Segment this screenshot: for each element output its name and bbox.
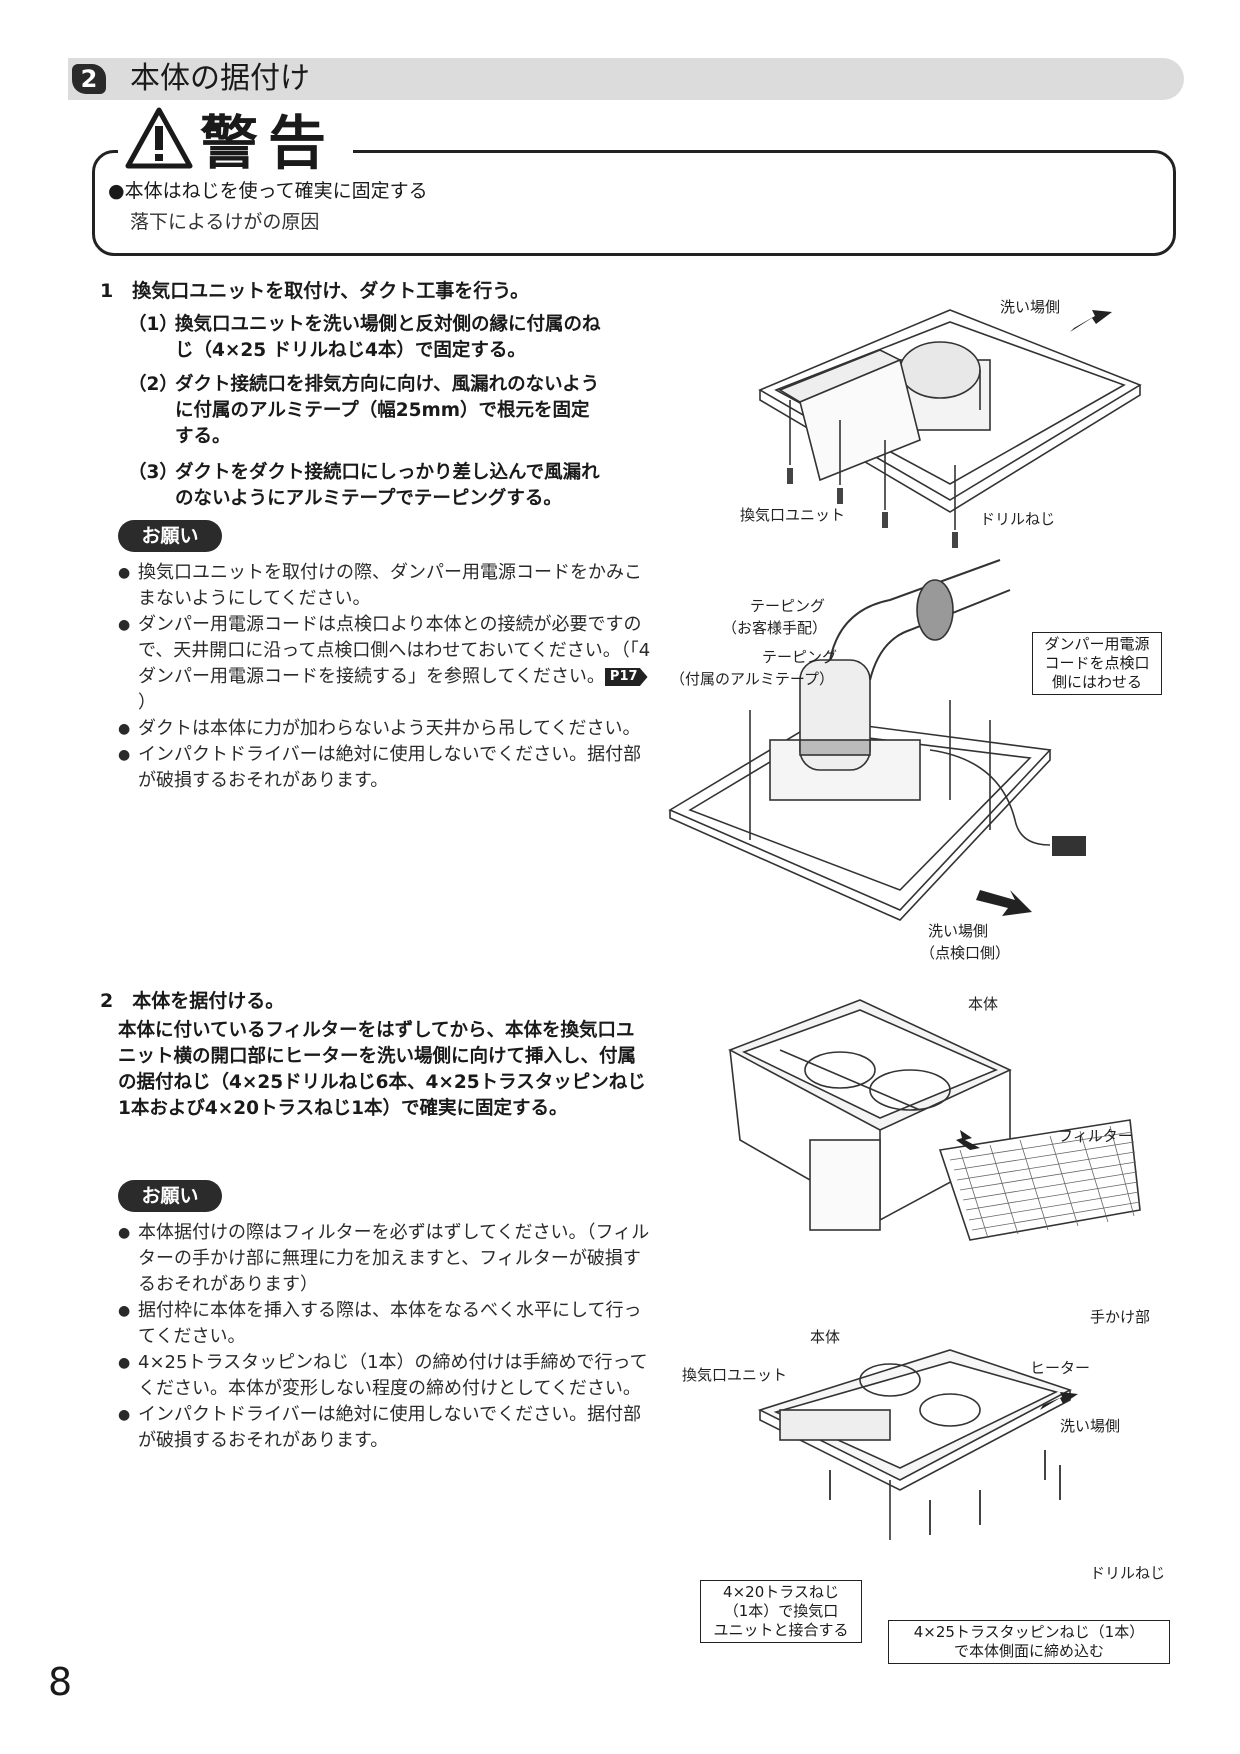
warning-box (92, 150, 1176, 256)
callout-line: 4×20トラスねじ (723, 1583, 839, 1601)
note-item: インパクトドライバーは絶対に使用しないでください。据付部が破損するおそれがありま… (118, 1402, 658, 1454)
figure-body-installed (757, 1349, 1078, 1540)
step1-sub3: （3） ダクトをダクト接続口にしっかり差し込んで風漏れのないようにアルミテープで… (128, 460, 648, 520)
figure-duct-taping (668, 559, 1086, 921)
fig1-vent-unit-label: 換気口ユニット (740, 506, 846, 524)
step1-sub2: （2） ダクト接続口を排気方向に向け、風漏れのないように付属のアルミテープ（幅2… (128, 372, 648, 456)
callout-line: コードを点検口 (1044, 654, 1150, 672)
callout-line: ユニットと接合する (713, 1621, 849, 1639)
step2-heading: 2 本体を据付ける。 (100, 990, 285, 1012)
notice-badge: お願い (118, 1180, 222, 1212)
sub-text: 換気口ユニットを洗い場側と反対側の縁に付属のねじ（4×25 ドリルねじ4本）で固… (175, 314, 601, 361)
callout-line: ダンパー用電源 (1044, 635, 1150, 653)
fig2-wash-side-sub: （点検口側） (920, 944, 1011, 962)
fig2-cord-callout: ダンパー用電源 コードを点検口 側にはわせる (1032, 632, 1162, 695)
step2-body: 本体に付いているフィルターをはずしてから、本体を換気口ユニット横の開口部にヒータ… (118, 1020, 646, 1119)
note-ref-close: ） (138, 692, 156, 713)
note-item: ダクトは本体に力が加わらないよう天井から吊してください。 (118, 716, 658, 742)
fig4-vent-unit-label: 換気口ユニット (682, 1366, 788, 1384)
warning-subtext: 落下によるけがの原因 (130, 211, 320, 233)
fig4-truss-screw-callout: 4×20トラスねじ （1本）で換気口 ユニットと接合する (700, 1580, 862, 1643)
sub-number: （2） (128, 374, 178, 395)
fig3-handle-label: 手かけ部 (1090, 1308, 1151, 1326)
note-item: 4×25トラスタッピンねじ（1本）の締め付けは手締めで行ってください。本体が変形… (118, 1350, 658, 1402)
fig2-wash-side-label: 洗い場側 (928, 922, 989, 940)
note-text: ダンパー用電源コードは点検口より本体との接続が必要ですので、天井開口に沿って点検… (138, 614, 651, 687)
step1-sub1: （1） 換気口ユニットを洗い場側と反対側の縁に付属のねじ（4×25 ドリルねじ4… (128, 312, 648, 372)
section-header-bar (68, 58, 1184, 100)
step2-notes: 本体据付けの際はフィルターを必ずはずしてください。（フィルターの手かけ部に無理に… (118, 1220, 658, 1454)
fig3-body-label: 本体 (968, 995, 999, 1013)
fig4-wash-side-label: 洗い場側 (1060, 1417, 1121, 1435)
note-item: 換気口ユニットを取付けの際、ダンパー用電源コードをかみこまないようにしてください… (118, 560, 658, 612)
fig4-tapping-screw-callout: 4×25トラスタッピンねじ（1本） で本体側面に締め込む (888, 1620, 1170, 1664)
note-item: ダンパー用電源コードは点検口より本体との接続が必要ですので、天井開口に沿って点検… (118, 612, 658, 716)
fig4-drill-screw-label: ドリルねじ (1090, 1564, 1166, 1582)
sub-number: （3） (128, 462, 178, 483)
page-ref-badge[interactable]: P17 (604, 668, 648, 686)
note-item: 本体据付けの際はフィルターを必ずはずしてください。（フィルターの手かけ部に無理に… (118, 1220, 658, 1298)
warning-text: ●本体はねじを使って確実に固定する (108, 180, 428, 202)
note-item: 据付枠に本体を挿入する際は、本体をなるべく水平にして行ってください。 (118, 1298, 658, 1350)
sub-text: ダクト接続口を排気方向に向け、風漏れのないように付属のアルミテープ（幅25mm）… (175, 374, 600, 447)
callout-line: （1本）で換気口 (723, 1602, 839, 1620)
page-number: 8 (48, 1660, 73, 1704)
callout-line: 4×25トラスタッピンねじ（1本） (913, 1623, 1145, 1641)
fig2-taping1-label: テーピング (750, 597, 826, 615)
fig3-filter-label: フィルター (1058, 1127, 1133, 1145)
section-number-badge: 2 (72, 64, 106, 94)
step1-notes: 換気口ユニットを取付けの際、ダンパー用電源コードをかみこまないようにしてください… (118, 560, 658, 794)
fig2-taping2-label: テーピング (762, 648, 838, 666)
fig1-drill-screw-label: ドリルねじ (980, 510, 1056, 528)
sub-text: ダクトをダクト接続口にしっかり差し込んで風漏れのないようにアルミテープでテーピン… (175, 462, 600, 509)
section-title: 本体の据付け (130, 61, 310, 96)
fig4-heater-label: ヒーター (1030, 1359, 1091, 1377)
warning-triangle-icon (124, 106, 194, 170)
fig4-body-label: 本体 (810, 1328, 841, 1346)
figure-vent-unit-mounting (758, 309, 1142, 548)
figure-body-filter (728, 999, 1141, 1241)
fig2-taping1-sub: （お客様手配） (722, 619, 828, 637)
fig1-wash-side-label: 洗い場側 (1000, 298, 1061, 316)
note-item: インパクトドライバーは絶対に使用しないでください。据付部が破損するおそれがありま… (118, 742, 658, 794)
callout-line: で本体側面に締め込む (953, 1642, 1104, 1660)
warning-title: 警告 (200, 108, 349, 178)
sub-number: （1） (128, 314, 178, 335)
step1-heading: 1 換気口ユニットを取付け、ダクト工事を行う。 (100, 280, 530, 302)
callout-line: 側にはわせる (1051, 673, 1142, 691)
notice-badge: お願い (118, 520, 222, 552)
fig2-taping2-sub: （付属のアルミテープ） (670, 670, 834, 688)
